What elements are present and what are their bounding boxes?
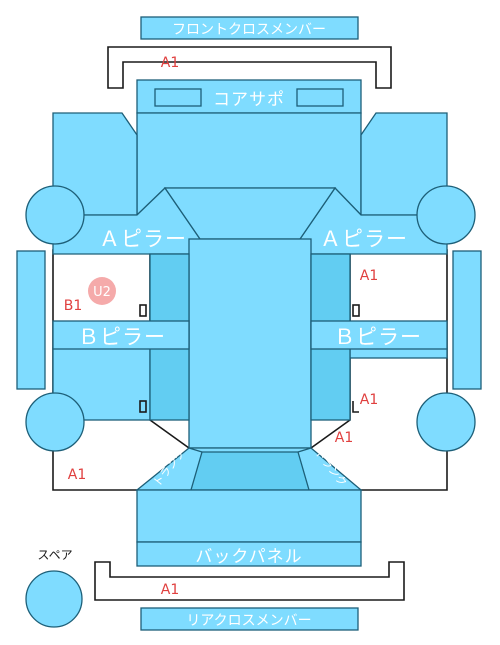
core-support-left-opening [154, 88, 202, 107]
right-rear-quarter-code: A1 [335, 430, 353, 446]
core-support-label: コアサポ [213, 90, 285, 110]
trunk-left-seam [188, 447, 203, 453]
left-rear-door-handle [139, 400, 147, 413]
right-rear-wheel[interactable] [416, 392, 476, 452]
left-rear-wheel[interactable] [25, 392, 85, 452]
trunk-right-seam [297, 447, 312, 453]
right-b-pillar-label: Ｂピラー [334, 325, 422, 349]
right-side-step[interactable] [452, 250, 482, 390]
rear-cross-member-code: A1 [161, 582, 179, 598]
right-b-pillar[interactable] [310, 320, 448, 350]
left-b-pillar-label: Ｂピラー [78, 325, 166, 349]
left-front-door-mark-circle [88, 277, 116, 305]
back-panel[interactable] [136, 541, 362, 567]
rear-cross-member[interactable] [140, 607, 359, 631]
left-front-door-handle [139, 304, 147, 317]
left-front-door-mark: U2 [93, 285, 111, 300]
core-support-right-opening [296, 88, 344, 107]
left-b-pillar[interactable] [52, 320, 190, 350]
front-cross-member-label: フロントクロスメンバー [172, 22, 326, 38]
right-front-door-handle [352, 304, 360, 317]
spare-tire[interactable] [25, 570, 83, 628]
front-cross-member-bracket [107, 46, 392, 89]
core-support[interactable] [136, 79, 362, 114]
left-front-door-code: B1 [64, 298, 83, 314]
rear-cross-member-label: リアクロスメンバー [186, 613, 311, 629]
right-front-door-code: A1 [360, 268, 378, 284]
right-a-pillar-label: Ａピラー [320, 227, 408, 251]
roof[interactable] [188, 238, 312, 449]
left-side-step[interactable] [16, 250, 46, 390]
back-panel-upper[interactable] [136, 489, 362, 543]
back-panel-label: バックパネル [195, 547, 302, 567]
left-rear-quarter-code: A1 [68, 467, 86, 483]
right-rear-door-handle [352, 401, 359, 413]
right-rear-door-code: A1 [360, 392, 378, 408]
spare-label: スペア [37, 548, 72, 562]
rear-window[interactable] [190, 451, 310, 491]
left-front-wheel[interactable] [25, 185, 85, 245]
left-a-pillar-label: Ａピラー [99, 227, 187, 251]
front-cross-member-code: A1 [161, 55, 179, 71]
right-front-wheel[interactable] [416, 185, 476, 245]
rear-cross-member-bracket [94, 561, 405, 601]
front-cross-member[interactable] [140, 16, 359, 40]
